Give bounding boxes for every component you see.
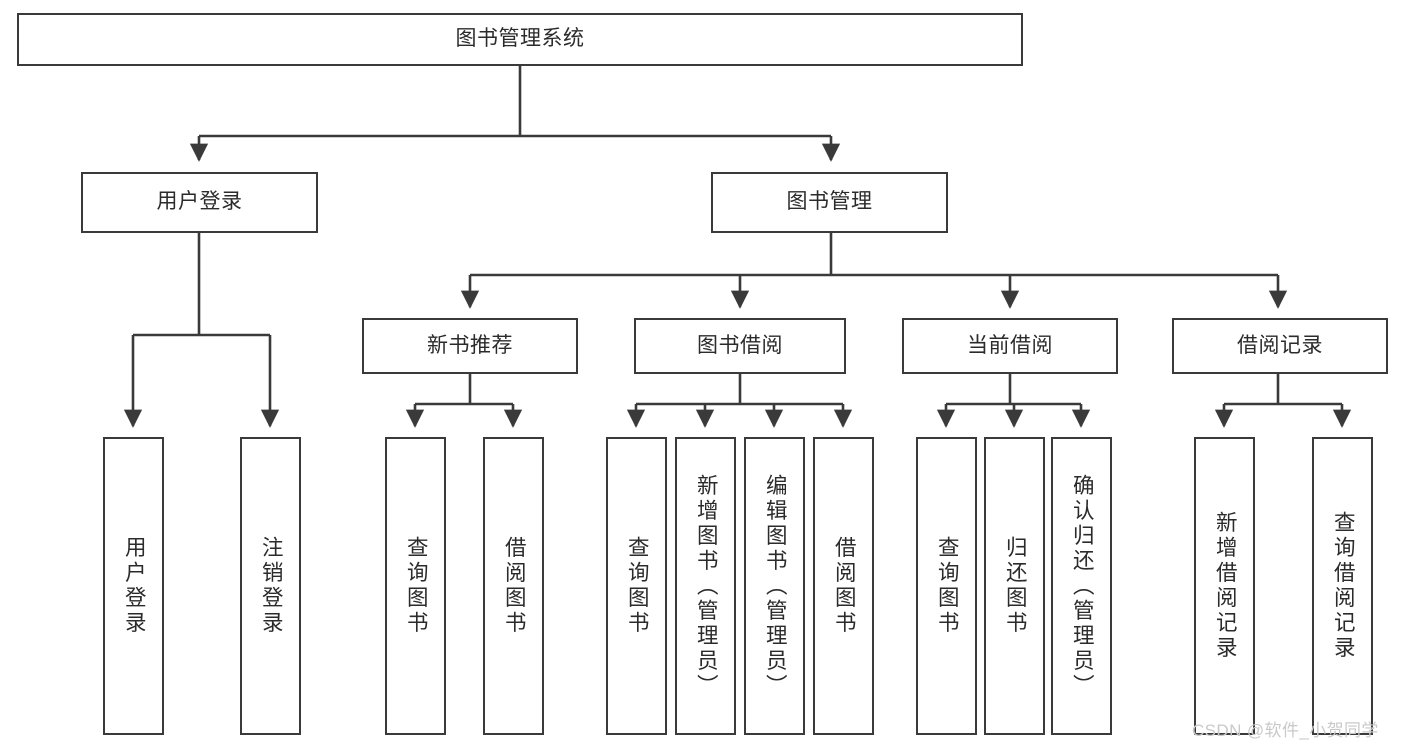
node-label: 归还图书 [1003,536,1028,636]
node-leaf-add-borrow-record[interactable]: 新增借阅记录 [1194,437,1255,735]
node-book-management[interactable]: 图书管理 [711,172,948,233]
node-label: 用户登录 [122,536,147,636]
node-label: 借阅图书 [832,536,857,636]
node-label: 确认归还（管理员） [1070,473,1095,699]
node-leaf-borrow-book-b[interactable]: 借阅图书 [813,437,874,735]
node-leaf-query-book-b[interactable]: 查询图书 [606,437,667,735]
node-label: 借阅记录 [1237,333,1323,357]
node-user-login[interactable]: 用户登录 [81,172,318,233]
node-label: 注销登录 [259,536,284,636]
node-label: 新增图书（管理员） [694,473,719,699]
node-label: 用户登录 [156,190,243,214]
node-label: 查询图书 [404,536,429,636]
node-label: 图书借阅 [697,333,783,357]
node-leaf-add-book[interactable]: 新增图书（管理员） [675,437,736,735]
node-leaf-return-book[interactable]: 归还图书 [984,437,1045,735]
node-borrow-record[interactable]: 借阅记录 [1172,318,1388,374]
node-label: 图书管理 [786,190,873,214]
node-leaf-query-book-c[interactable]: 查询图书 [916,437,977,735]
node-leaf-borrow-book-a[interactable]: 借阅图书 [483,437,544,735]
node-label: 查询图书 [625,536,650,636]
node-leaf-confirm-return[interactable]: 确认归还（管理员） [1051,437,1112,735]
node-label: 编辑图书（管理员） [763,473,788,699]
node-leaf-user-logout[interactable]: 注销登录 [240,437,301,735]
node-leaf-query-book-a[interactable]: 查询图书 [385,437,446,735]
node-label: 新增借阅记录 [1213,511,1238,661]
node-label: 新书推荐 [427,333,513,357]
node-label: 图书管理系统 [455,27,585,51]
node-label: 当前借阅 [967,333,1053,357]
node-label: 借阅图书 [502,536,527,636]
node-current-borrow[interactable]: 当前借阅 [902,318,1118,374]
node-leaf-query-borrow-record[interactable]: 查询借阅记录 [1312,437,1373,735]
csdn-watermark: CSDN @软件_小贺同学 [1192,721,1379,740]
node-root-system[interactable]: 图书管理系统 [17,13,1023,66]
node-label: 查询借阅记录 [1331,511,1356,661]
node-label: 查询图书 [935,536,960,636]
node-leaf-edit-book[interactable]: 编辑图书（管理员） [744,437,805,735]
node-leaf-user-login[interactable]: 用户登录 [103,437,164,735]
node-book-borrow[interactable]: 图书借阅 [634,318,846,374]
node-new-book-recommendation[interactable]: 新书推荐 [362,318,578,374]
